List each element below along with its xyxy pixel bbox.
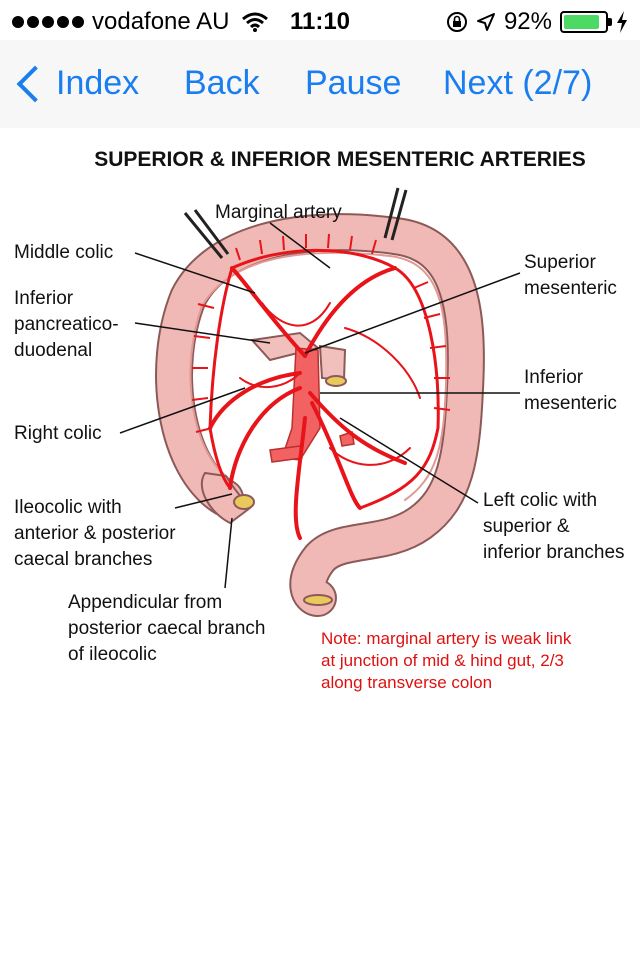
- next-button[interactable]: Next (2/7): [443, 64, 593, 102]
- charging-icon: [617, 11, 627, 33]
- sigmoid-end: [303, 594, 333, 606]
- pause-button[interactable]: Pause: [305, 64, 402, 102]
- carrier-group: vodafone AU: [12, 8, 269, 36]
- navigation-bar: Index Back Pause Next (2/7): [0, 40, 640, 129]
- back-button[interactable]: Back: [184, 64, 260, 102]
- battery-icon: [560, 11, 612, 33]
- diagram-title: SUPERIOR & INFERIOR MESENTERIC ARTERIES: [94, 148, 586, 171]
- clock: 11:10: [289, 8, 351, 35]
- arteries: [208, 248, 440, 540]
- index-button[interactable]: Index: [14, 64, 139, 103]
- label-inferior-mesenteric: Inferior mesenteric: [524, 367, 617, 414]
- signal-strength-icon: [12, 16, 84, 28]
- chevron-left-icon: [16, 65, 54, 102]
- label-middle-colic: Middle colic: [14, 242, 114, 263]
- label-superior-mesenteric: Superior mesenteric: [524, 252, 617, 299]
- label-ileocolic: Ileocolic with anterior & posterior caec…: [14, 497, 176, 570]
- label-inferior-pancreaticoduodenal: Inferior pancreatico- duodenal: [14, 288, 119, 361]
- status-bar: vodafone AU 11:10 92%: [0, 0, 640, 40]
- colon: [155, 213, 485, 617]
- leader-lines: [119, 222, 521, 589]
- label-left-colic: Left colic with superior & inferior bran…: [483, 490, 625, 563]
- label-appendicular: Appendicular from posterior caecal branc…: [68, 592, 266, 665]
- orientation-lock-icon: [446, 12, 467, 32]
- mesenteric-arteries-illustration: [119, 187, 521, 617]
- wifi-icon: [242, 12, 269, 32]
- location-arrow-icon: [476, 13, 495, 31]
- note-text: Note: marginal artery is weak link at ju…: [321, 629, 572, 692]
- carrier-label: vodafone AU: [92, 8, 230, 35]
- label-marginal-artery: Marginal artery: [215, 202, 342, 223]
- battery-percent: 92%: [503, 8, 552, 35]
- index-button-label: Index: [56, 64, 140, 102]
- duodenum-stub: [318, 344, 347, 382]
- vasa-recta: [191, 233, 451, 433]
- label-right-colic: Right colic: [14, 423, 102, 444]
- status-icons: 92%: [446, 8, 628, 36]
- ileum-end: [233, 494, 255, 510]
- slide-content: SUPERIOR & INFERIOR MESENTERIC ARTERIES …: [0, 128, 640, 960]
